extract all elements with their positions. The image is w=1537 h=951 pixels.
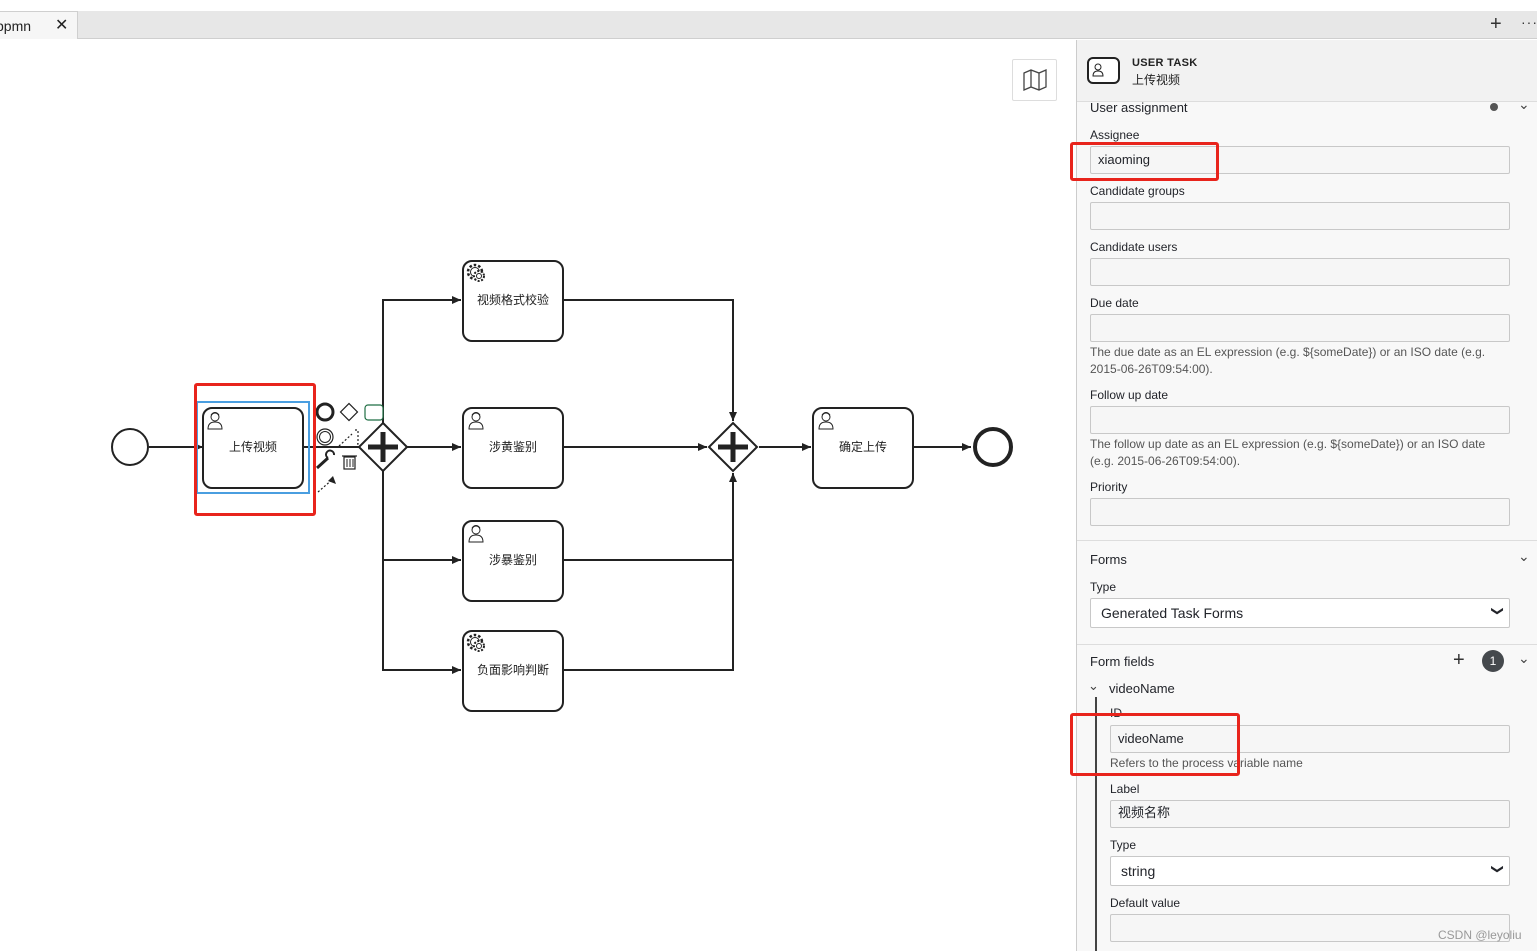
chevron-down-icon: ❯ [1490, 863, 1505, 875]
candidate-users-label: Candidate users [1090, 240, 1178, 254]
start-event[interactable] [111, 428, 149, 466]
due-date-description: The due date as an EL expression (e.g. $… [1090, 345, 1486, 376]
flow-split-format[interactable] [382, 296, 461, 423]
task-negative-label: 负面影响判断 [477, 662, 549, 677]
form-field-count-badge: 1 [1482, 650, 1504, 672]
field-type-value: string [1121, 863, 1156, 879]
wrench-icon[interactable] [315, 449, 335, 470]
field-id-input[interactable]: videoName [1110, 725, 1510, 753]
task-format-label: 视频格式校验 [477, 292, 549, 307]
flow-negative-join[interactable] [563, 473, 737, 671]
tab-label: bpmn [0, 18, 32, 34]
group-title-form-fields[interactable]: Form fields [1090, 654, 1155, 669]
candidate-users-input[interactable] [1090, 258, 1510, 286]
context-pad[interactable] [315, 402, 384, 493]
follow-up-date-description: The follow up date as an EL expression (… [1090, 437, 1486, 468]
field-id-description: Refers to the process variable name [1110, 756, 1303, 770]
group-title-forms[interactable]: Forms [1090, 552, 1127, 567]
divider [1077, 540, 1537, 541]
minimap-toggle-button[interactable] [1012, 59, 1057, 101]
chevron-down-icon[interactable]: ⌄ [1518, 650, 1530, 666]
task-upload-label: 上传视频 [229, 439, 277, 454]
form-type-select[interactable]: Generated Task Forms ❯ [1090, 598, 1510, 628]
due-date-label: Due date [1090, 296, 1139, 310]
assignee-input[interactable]: xiaoming [1090, 146, 1510, 174]
tab-bar: bpmn ✕ + ··· [0, 11, 1537, 39]
flow-split-violence[interactable] [382, 471, 461, 564]
flow-split-negative[interactable] [382, 560, 461, 674]
close-icon[interactable]: ✕ [55, 17, 69, 34]
divider [1077, 644, 1537, 645]
bpmn-diagram[interactable]: 上传视频 视频格式 [0, 0, 1076, 951]
task-violence-label: 涉暴鉴别 [489, 553, 537, 567]
append-gateway-icon[interactable] [339, 402, 359, 422]
group-title-user-assignment[interactable]: User assignment [1090, 100, 1188, 115]
task-confirm-label: 确定上传 [839, 439, 887, 454]
field-type-select[interactable]: string ❯ [1110, 856, 1510, 886]
selection-outline [196, 401, 310, 494]
task-confirm-upload[interactable]: 确定上传 [812, 407, 914, 489]
add-form-field-button[interactable]: + [1453, 649, 1465, 671]
user-task-icon [1087, 57, 1120, 84]
task-upload-video[interactable]: 上传视频 [196, 401, 310, 494]
top-strip [0, 0, 1537, 11]
form-type-value: Generated Task Forms [1101, 605, 1244, 621]
parallel-gateway-split[interactable] [357, 421, 409, 473]
chevron-down-icon[interactable]: ⌄ [1518, 548, 1530, 564]
chevron-down-icon: ❯ [1490, 605, 1505, 617]
field-type-label: Type [1110, 838, 1137, 852]
trash-icon[interactable] [342, 455, 357, 470]
append-task-icon[interactable] [364, 404, 384, 421]
element-name: 上传视频 [1132, 73, 1181, 87]
text-annotation-icon[interactable] [338, 429, 359, 447]
element-type: USER TASK [1132, 57, 1198, 69]
task-violence-check[interactable]: 涉暴鉴别 [462, 520, 564, 602]
follow-up-date-input[interactable] [1090, 406, 1510, 434]
form-field-item-name[interactable]: videoName [1109, 681, 1175, 696]
connect-icon[interactable] [317, 476, 336, 493]
field-label-input[interactable]: 视频名称 [1110, 800, 1510, 828]
follow-up-date-label: Follow up date [1090, 388, 1169, 402]
candidate-groups-label: Candidate groups [1090, 184, 1185, 198]
watermark: CSDN @leyoliu [1438, 928, 1522, 942]
field-label-label: Label [1110, 782, 1140, 796]
group-active-dot [1490, 103, 1498, 111]
assignee-label: Assignee [1090, 128, 1140, 142]
chevron-down-icon[interactable]: ⌄ [1088, 678, 1099, 693]
parallel-gateway-join[interactable] [707, 421, 759, 473]
map-icon [1023, 69, 1047, 91]
append-intermediate-event-icon[interactable] [316, 428, 334, 446]
panel-header: USER TASK 上传视频 [1077, 40, 1537, 102]
properties-panel: USER TASK 上传视频 User assignment ⌄ Assigne… [1076, 40, 1537, 951]
more-icon[interactable]: ··· [1521, 14, 1537, 30]
append-end-event-icon[interactable] [315, 402, 335, 422]
chevron-down-icon[interactable]: ⌄ [1518, 96, 1530, 112]
tab-bpmn[interactable]: bpmn ✕ [0, 11, 78, 39]
flow-format-join[interactable] [563, 299, 737, 421]
task-porn-check[interactable]: 涉黄鉴别 [462, 407, 564, 489]
default-value-input[interactable] [1110, 914, 1510, 942]
priority-label: Priority [1090, 480, 1128, 494]
task-video-format-check[interactable]: 视频格式校验 [462, 260, 564, 342]
field-id-label: ID [1110, 706, 1122, 720]
candidate-groups-input[interactable] [1090, 202, 1510, 230]
task-porn-label: 涉黄鉴别 [489, 440, 537, 454]
due-date-input[interactable] [1090, 314, 1510, 342]
task-negative-impact[interactable]: 负面影响判断 [462, 630, 564, 712]
tree-line [1095, 697, 1097, 951]
form-type-label: Type [1090, 580, 1117, 594]
end-event[interactable] [973, 427, 1013, 467]
priority-input[interactable] [1090, 498, 1510, 526]
add-tab-icon[interactable]: + [1490, 13, 1502, 35]
default-value-label: Default value [1110, 896, 1181, 910]
